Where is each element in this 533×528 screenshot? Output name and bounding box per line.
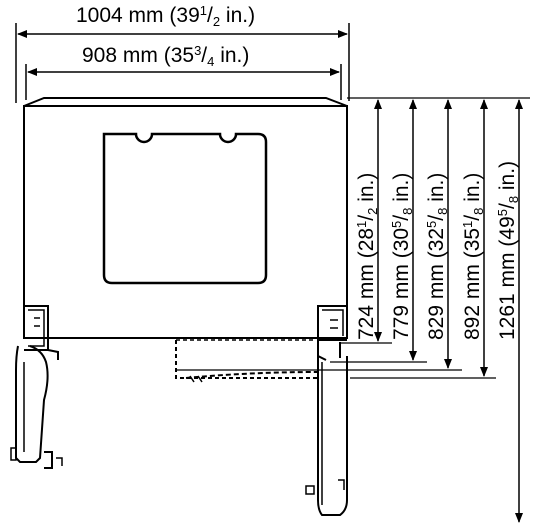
- height-779-label: 779 mm (305/8 in.): [389, 173, 415, 340]
- height-892-label: 892 mm (351/8 in.): [460, 173, 486, 340]
- pull-out-drawer: [175, 339, 319, 383]
- left-door-open: [10, 345, 63, 469]
- overall-width-label: 1004 mm (391/2 in.): [76, 3, 255, 29]
- height-1261-label: 1261 mm (495/8 in.): [495, 161, 521, 340]
- cabinet-body: [23, 105, 348, 339]
- right-door-open: [305, 356, 348, 516]
- top-cap: [23, 97, 348, 107]
- height-829-label: 829 mm (325/8 in.): [424, 173, 450, 340]
- overall-width-dimension: 1004 mm (391/2 in.): [15, 3, 350, 103]
- height-724-label: 724 mm (281/2 in.): [354, 173, 380, 340]
- inner-width-dimension: 908 mm (353/4 in.): [25, 43, 342, 100]
- oven-window: [102, 132, 268, 285]
- inner-width-label: 908 mm (353/4 in.): [82, 43, 249, 69]
- right-hinge-bracket: [317, 305, 347, 361]
- height-dimension-lines: [176, 97, 530, 523]
- appliance-drawing: [10, 97, 348, 516]
